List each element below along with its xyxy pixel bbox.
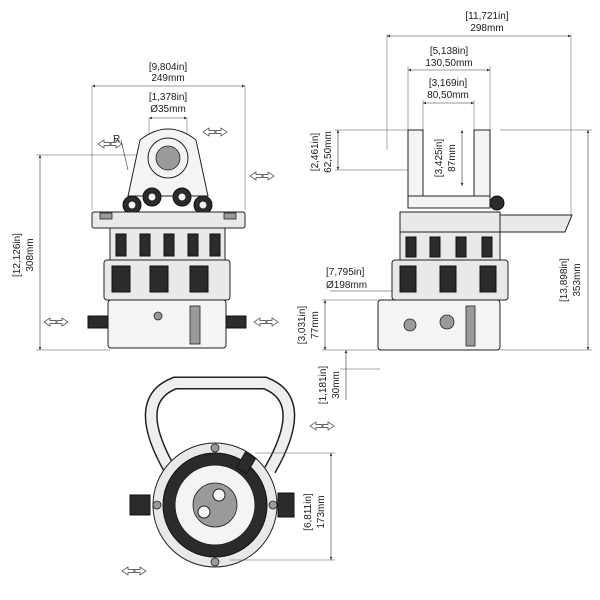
side-clevis-base: [407, 195, 491, 209]
front-left-fitting: [87, 315, 109, 329]
side-fitting: [489, 195, 505, 211]
bottom-flow-arrow-bottom: [121, 566, 147, 576]
front-right-fitting: [225, 315, 247, 329]
bottom-view: [6,811in] 173mm: [121, 376, 335, 576]
side-bottom-in: [1,181in]: [318, 366, 329, 405]
front-view: [9,804in] 249mm [1,378in] Ø35mm [12,126i…: [12, 62, 279, 351]
front-flange: [91, 211, 246, 229]
side-base-slot: [465, 305, 476, 347]
side-inner-dimension: [3,169in] 80,50mm: [422, 78, 475, 130]
front-height-dimension: [12,126in] 308mm: [12, 154, 150, 351]
front-flow-arrow-top-left: [97, 139, 123, 149]
front-pin-hole: [155, 145, 181, 171]
front-base-bolt: [153, 311, 163, 321]
pin-diameter-mm: Ø35mm: [150, 104, 186, 115]
bottom-port-1: [212, 488, 226, 502]
port-label-r: R: [113, 134, 120, 145]
side-ear-hole-in: [3,425in]: [434, 139, 445, 178]
side-outer-mm: 130,50mm: [425, 58, 472, 69]
bottom-left-fitting: [129, 494, 151, 516]
bottom-bolt-top: [210, 443, 220, 453]
bottom-bolt-bottom: [210, 557, 220, 567]
side-total-height-in: [13,898in]: [559, 258, 570, 302]
front-flow-arrow-right: [249, 171, 275, 181]
side-total-height-mm: 353mm: [572, 263, 583, 296]
side-outer-in: [5,138in]: [430, 46, 469, 57]
front-rib-3: [163, 233, 175, 257]
side-total-height-dimension: [13,898in] 353mm: [500, 129, 592, 351]
bottom-depth-in: [6,811in]: [303, 493, 314, 531]
side-lower-block-3: [479, 265, 497, 293]
side-flange-top: [399, 211, 501, 233]
front-flange-bolt-right: [223, 212, 237, 220]
front-flange-bolt-left: [99, 212, 113, 220]
side-clevis-left: [407, 129, 424, 206]
bottom-top-fitting: [235, 451, 257, 475]
bottom-bolt-left: [152, 500, 162, 510]
side-inner-in: [3,169in]: [429, 78, 468, 89]
side-lower-block-2: [439, 265, 457, 293]
side-rib-4: [481, 236, 493, 258]
side-lower-block-1: [399, 265, 417, 293]
front-flow-arrow-bottom-right: [253, 317, 279, 327]
front-lower-block-3: [189, 265, 209, 293]
side-ear-height-mm: 62,50mm: [323, 131, 334, 173]
front-width-mm: 249mm: [151, 73, 184, 84]
pin-diameter-in: [1,378in]: [149, 92, 188, 103]
side-view: [11,721in] 298mm [5,138in] 130,50mm [3,1…: [297, 11, 592, 404]
front-width-dimension: [9,804in] 249mm: [91, 62, 246, 210]
front-rib-2: [139, 233, 151, 257]
side-body-height-mm: 77mm: [310, 311, 321, 339]
front-height-in: [12,126in]: [12, 233, 23, 277]
side-ear-height-dimension: [2,461in] 62,50mm: [310, 129, 410, 173]
side-rib-3: [455, 236, 467, 258]
side-bottom-dimension: [1,181in] 30mm: [318, 350, 380, 404]
front-width-in: [9,804in]: [149, 62, 188, 73]
front-lower-block-1: [111, 265, 131, 293]
side-body-height-dimension: [3,031in] 77mm: [297, 299, 390, 351]
front-lower-block-2: [149, 265, 169, 293]
front-height-mm: 308mm: [25, 238, 36, 271]
side-clevis-right: [473, 129, 491, 206]
side-flange-in: [7,795in]: [326, 267, 365, 278]
side-inner-mm: 80,50mm: [427, 90, 469, 101]
front-flow-arrow-top-right: [202, 127, 228, 137]
side-overall-in: [11,721in]: [465, 11, 508, 22]
bottom-depth-mm: 173mm: [316, 495, 327, 528]
front-flow-arrow-left: [43, 317, 69, 327]
side-base-port-2: [439, 314, 455, 330]
side-rib-1: [405, 236, 417, 258]
front-top-fittings: [122, 187, 213, 215]
bottom-flow-arrow-top: [309, 421, 335, 431]
front-rib-5: [209, 233, 221, 257]
side-rib-2: [429, 236, 441, 258]
bottom-hub: [192, 482, 238, 528]
side-overall-dimension: [11,721in] 298mm: [386, 11, 572, 215]
bottom-port-2: [197, 505, 211, 519]
side-bottom-mm: 30mm: [331, 371, 342, 399]
side-ear-height-in: [2,461in]: [310, 133, 321, 172]
side-ear-hole-dimension: [3,425in] 87mm: [434, 130, 464, 186]
side-outer-dimension: [5,138in] 130,50mm: [407, 46, 491, 130]
side-base-port-1: [403, 318, 417, 332]
bottom-handle-inner: [146, 378, 294, 473]
side-body-height-in: [3,031in]: [297, 306, 308, 345]
bottom-bolt-right: [268, 500, 278, 510]
front-base-slot: [189, 305, 201, 345]
side-flange-mm: Ø198mm: [326, 280, 367, 291]
front-rib-1: [115, 233, 127, 257]
front-rib-4: [187, 233, 199, 257]
bottom-depth-dimension: [6,811in] 173mm: [230, 452, 335, 561]
front-base: [107, 299, 227, 349]
bottom-right-fitting: [277, 492, 295, 518]
side-overall-mm: 298mm: [470, 23, 503, 34]
side-base: [377, 299, 501, 351]
side-ear-hole-mm: 87mm: [447, 144, 458, 172]
